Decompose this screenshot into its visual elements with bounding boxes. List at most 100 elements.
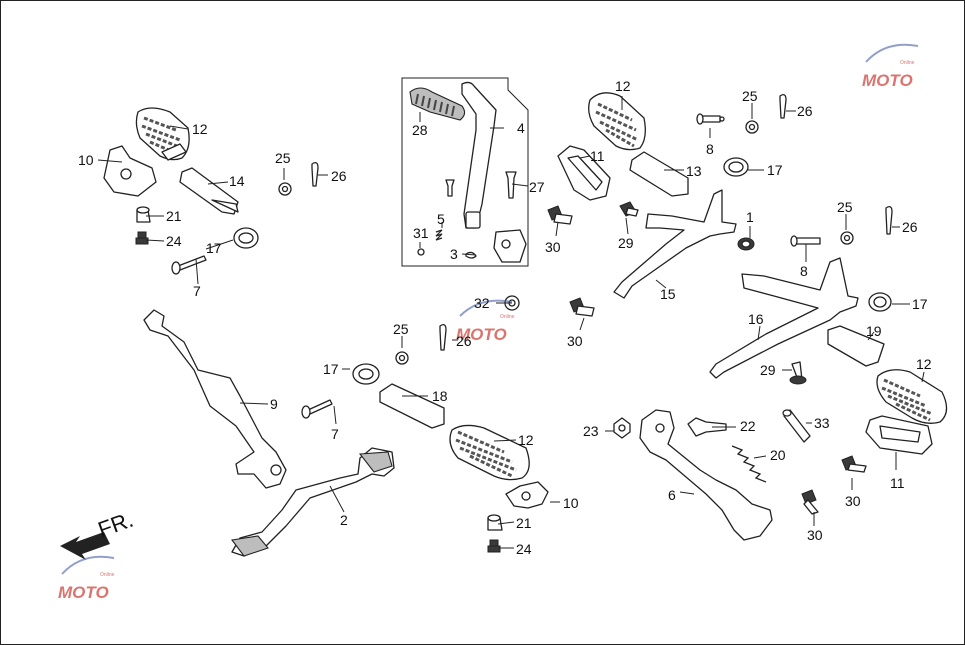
bracket-10-center xyxy=(505,481,549,509)
kickstart-box xyxy=(401,77,529,267)
leader-lines xyxy=(97,96,925,549)
cotter-pin-26-a xyxy=(311,162,319,187)
pin-7-a xyxy=(171,255,207,275)
part-label: 33 xyxy=(814,415,830,431)
part-label: 30 xyxy=(807,527,823,543)
part-label: 14 xyxy=(229,173,245,189)
part-label: 12 xyxy=(916,356,932,372)
part-label: 32 xyxy=(474,295,490,311)
cotter-pin-26-d xyxy=(439,324,447,351)
watermark-tag-a: Online xyxy=(900,60,915,66)
part-label: 11 xyxy=(890,475,905,491)
bolt-30-b xyxy=(841,455,867,473)
nut-23 xyxy=(613,417,631,439)
part-label: 5 xyxy=(437,211,445,227)
watermark-text-a: MOTO xyxy=(862,71,913,90)
bolt-30-d xyxy=(569,297,595,317)
rubber-21-a xyxy=(136,206,151,223)
footpeg-rubber-12-right xyxy=(876,369,948,424)
part-label: 1 xyxy=(746,209,754,225)
part-label: 17 xyxy=(323,361,339,377)
rubber-21-b xyxy=(487,514,503,531)
part-label: 17 xyxy=(912,296,928,312)
bolt-24-a xyxy=(135,231,149,245)
part-label: 30 xyxy=(567,333,583,349)
bolt-30-c xyxy=(801,489,819,515)
washer-17-d xyxy=(352,363,380,385)
part-number-labels: 12 10 14 25 26 21 24 17 7 28 4 27 5 31 3… xyxy=(78,78,932,557)
part-label: 9 xyxy=(270,396,278,412)
part-label: 21 xyxy=(516,515,532,531)
watermark-tag-b: Online xyxy=(500,314,515,320)
part-label: 10 xyxy=(563,495,579,511)
part-label: 30 xyxy=(545,239,561,255)
part-label: 4 xyxy=(517,120,525,136)
spring-5 xyxy=(435,229,443,241)
part-label: 12 xyxy=(192,121,208,137)
pin-8-a xyxy=(696,113,725,125)
bolt-27 xyxy=(505,171,517,199)
part-label: 25 xyxy=(837,199,853,215)
part-label: 26 xyxy=(902,219,918,235)
watermark-logo-bottomleft: MOTO Online xyxy=(58,555,115,602)
footpeg-14 xyxy=(179,167,239,215)
part-label: 24 xyxy=(516,541,532,557)
spring-20 xyxy=(731,445,767,483)
part-label: 26 xyxy=(797,103,813,119)
footpeg-plate-11-right xyxy=(865,415,933,455)
part-label: 13 xyxy=(686,163,702,179)
part-label: 31 xyxy=(413,225,429,241)
part-label: 19 xyxy=(866,323,882,339)
footpeg-18 xyxy=(379,383,445,429)
bolt-29-a xyxy=(619,201,639,217)
part-label: 2 xyxy=(340,512,348,528)
footpeg-rubber-12-topright xyxy=(588,92,646,151)
part-label: 23 xyxy=(583,423,599,439)
part-label: 8 xyxy=(706,141,714,157)
cotter-pin-26-b xyxy=(779,94,787,119)
part-label: 25 xyxy=(742,88,758,104)
bolt-24-b xyxy=(487,539,501,553)
part-label: 15 xyxy=(660,286,676,302)
part-label: 6 xyxy=(668,487,676,503)
part-label: 27 xyxy=(529,179,545,195)
washer-25-c xyxy=(840,231,854,245)
footpeg-19 xyxy=(827,325,885,367)
part-label: 26 xyxy=(456,333,472,349)
footpeg-rubber-12-topleft xyxy=(135,107,190,161)
kickstart-lever-4 xyxy=(461,81,497,229)
part-label: 7 xyxy=(331,426,339,442)
washer-25-b xyxy=(745,120,759,134)
part-label: 29 xyxy=(760,362,776,378)
footpeg-13 xyxy=(629,151,689,197)
part-label: 28 xyxy=(412,122,428,138)
part-label: 25 xyxy=(393,321,409,337)
part-label: 10 xyxy=(78,152,94,168)
part-label: 20 xyxy=(770,447,786,463)
part-label: 29 xyxy=(618,235,634,251)
watermark-logo-center: MOTO Online xyxy=(456,299,515,344)
part-label: 11 xyxy=(590,148,605,164)
part-label: 12 xyxy=(615,78,631,94)
bracket-10-topleft xyxy=(103,145,157,197)
footpeg-bracket-16 xyxy=(709,257,859,379)
watermark-logo-topright: MOTO Online xyxy=(862,43,919,90)
part-label: 18 xyxy=(432,388,448,404)
part-label: 3 xyxy=(450,246,458,262)
rod-33 xyxy=(782,409,811,443)
ball-31 xyxy=(417,248,425,256)
part-label: 24 xyxy=(166,233,182,249)
cotter-pin-26-c xyxy=(885,206,893,235)
footpeg-plate-11-topright xyxy=(557,145,611,201)
part-label: 17 xyxy=(206,240,222,256)
side-stand-6 xyxy=(639,409,773,541)
kickstart-rubber-28 xyxy=(409,87,466,121)
watermark-text-b: MOTO xyxy=(456,325,507,344)
part-label: 25 xyxy=(275,150,291,166)
part-label: 21 xyxy=(166,208,182,224)
part-label: 17 xyxy=(767,162,783,178)
front-direction-label: FR. xyxy=(95,507,137,543)
washer-17-c xyxy=(868,292,892,312)
watermark-tag-c: Online xyxy=(100,572,115,578)
bolt-29-b xyxy=(789,361,807,385)
